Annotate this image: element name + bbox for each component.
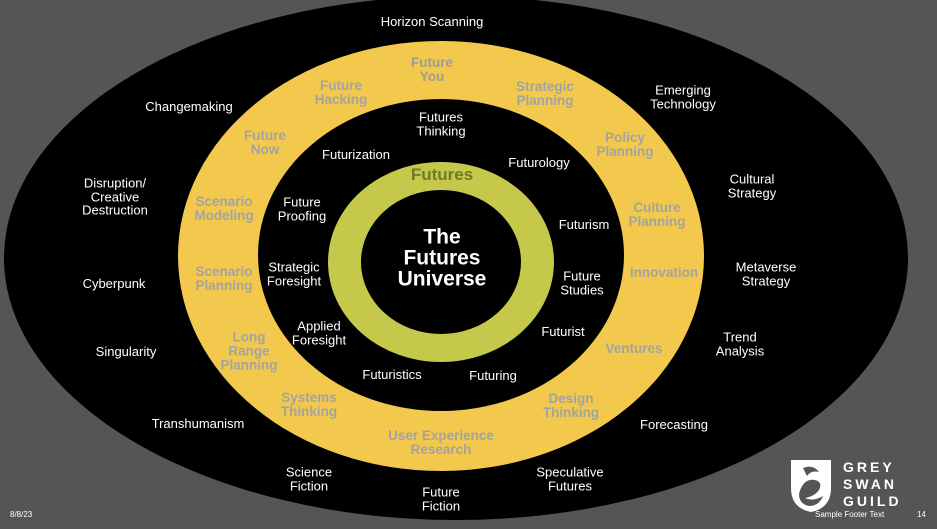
yellow-ring-label: Culture Planning [628, 199, 686, 229]
outer-label: Future Fiction [421, 484, 461, 513]
center-black-circle [361, 190, 521, 334]
yellow-ring-label: Future Hacking [314, 77, 368, 107]
logo-word: GUILD [843, 493, 902, 509]
inner-label: Future Studies [560, 268, 604, 297]
yellow-ring-label: Innovation [629, 264, 699, 280]
outer-label: Singularity [95, 344, 157, 360]
page-number: 14 [917, 510, 926, 519]
yellow-ring-label: User Experience Research [388, 427, 494, 457]
inner-label: Futurist [541, 324, 585, 340]
yellow-ring-label: Ventures [605, 340, 663, 356]
footer-text: Sample Footer Text [815, 510, 885, 519]
inner-label: Future Proofing [277, 194, 327, 223]
inner-label: Futurism [558, 217, 610, 233]
outer-label: Changemaking [145, 99, 233, 115]
yellow-ring-label: Strategic Planning [516, 78, 574, 108]
inner-label: Futuring [469, 368, 517, 384]
outer-label: Speculative Futures [536, 464, 604, 493]
outer-label: Transhumanism [151, 416, 245, 432]
yellow-ring-label: Future Now [244, 127, 286, 157]
swan-icon [791, 460, 831, 512]
footer-date: 8/8/23 [10, 510, 33, 519]
yellow-ring-label: Scenario Planning [195, 263, 253, 293]
inner-label: Futurology [508, 155, 570, 171]
yellow-ring-label: Future You [411, 54, 453, 84]
yellow-ring-label: Policy Planning [596, 129, 654, 159]
grey-swan-guild-logo: GREY SWAN GUILD [789, 458, 914, 514]
logo-word: GREY [843, 459, 895, 475]
inner-label: Strategic Foresight [266, 259, 322, 288]
inner-label: Futurization [322, 147, 390, 163]
outer-label: Trend Analysis [715, 329, 765, 358]
inner-label: Applied Foresight [291, 318, 347, 347]
outer-label: Cyberpunk [82, 276, 146, 292]
outer-label: Cultural Strategy [727, 171, 777, 200]
inner-label: Futuristics [362, 367, 422, 383]
outer-label: Horizon Scanning [380, 14, 484, 30]
yellow-ring-label: Systems Thinking [280, 389, 338, 419]
yellow-ring-label: Design Thinking [542, 390, 600, 420]
outer-label: Emerging Technology [650, 82, 716, 111]
logo-word: SWAN [843, 476, 897, 492]
outer-label: Disruption/ Creative Destruction [82, 175, 148, 218]
outer-label: Metaverse Strategy [735, 259, 797, 288]
outer-label: Forecasting [640, 417, 708, 433]
inner-label: Futures Thinking [416, 109, 466, 138]
center-title: The Futures Universe [397, 225, 487, 291]
yellow-ring-label: Long Range Planning [220, 329, 278, 374]
yellow-ring-label: Scenario Modeling [194, 193, 254, 223]
outer-label: Science Fiction [285, 464, 333, 493]
futures-ring-label: Futures [410, 165, 474, 185]
